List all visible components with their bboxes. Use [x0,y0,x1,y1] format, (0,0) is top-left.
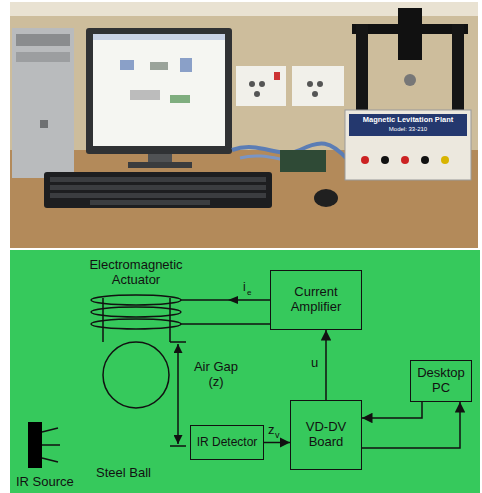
signal-arrow [325,330,327,400]
part-label: Steel Ball [96,466,151,481]
mouse [314,189,338,207]
wall-sockets [236,66,286,106]
air-gap-dimension [170,342,186,446]
levitation-plant [345,8,471,180]
monitor [86,28,232,168]
monitor [93,34,225,40]
levitation-plant [361,156,369,164]
box-text: Desktop PC [414,366,468,396]
part-label: IR Source [16,475,74,490]
coil-wire [181,299,270,301]
detector-box: IR Detector [190,425,264,460]
mouse [314,189,338,207]
coil-wire [181,300,270,324]
air-gap-dimension [177,344,179,444]
interface-board-box: VD-DV Board [290,400,362,470]
signal-arrow [362,402,460,448]
keyboard [90,200,210,205]
box-text: IR Detector [197,436,258,450]
monitor [93,34,225,146]
cables [280,150,326,172]
electromagnet-coil [91,295,181,342]
keyboard [50,177,266,182]
diagram-background [10,250,480,493]
box-text: VD-DV Board [294,420,358,450]
wall-sockets [312,91,318,97]
monitor [150,62,168,70]
wall-sockets [259,81,265,87]
plant-nameplate: Magnetic Levitation Plant [349,116,467,125]
monitor [170,95,190,103]
computer-tower [16,52,70,62]
signal-arrow [264,442,290,444]
lab-photo [10,2,478,248]
model-number: Model: 33-210 [349,126,467,133]
keyboard [44,172,272,208]
signal-name: i [243,281,246,293]
wall-sockets [254,91,260,97]
cables [232,143,348,172]
air-gap-dimension [170,342,186,446]
signal-subscript: v [275,431,280,440]
steel-ball [103,342,169,408]
electromagnet-coil [91,319,181,329]
wall-sockets [307,81,313,87]
electromagnet-coil [91,295,181,305]
levitation-plant [345,110,471,180]
monitor [86,28,232,154]
coil-wire [181,323,270,325]
monitor [120,60,134,70]
signal-arrow [362,402,422,418]
part-label: Electromagnetic Actuator [81,258,191,288]
computer-tower [12,28,74,178]
levitation-plant [421,156,429,164]
ir-source [42,428,60,462]
computer-tower [16,34,70,46]
levitation-plant [452,24,464,112]
dimension-label: Air Gap (z) [186,360,246,390]
monitor [128,162,192,168]
amplifier-box: Current Amplifier [270,270,362,330]
levitation-plant [398,8,422,60]
ir-source [28,422,42,468]
wall-sockets [292,66,344,106]
levitation-plant [381,156,389,164]
wall-sockets [249,81,255,87]
monitor [180,58,192,72]
ir-source [28,422,60,468]
levitation-plant [356,24,368,112]
computer-box: Desktop PC [410,360,472,402]
levitation-plant [441,156,449,164]
computer-tower [40,120,48,128]
box-text: Current Amplifier [274,285,358,315]
wall-sockets [274,72,280,80]
levitation-plant [401,156,409,164]
monitor [130,90,160,100]
levitation-plant [349,114,467,136]
lab-photo [10,2,478,248]
keyboard [50,185,266,190]
signal-name: u [311,356,318,371]
signal-subscript: e [247,289,251,297]
signal-name: z [268,423,275,436]
levitation-plant [404,74,416,86]
wall-sockets [317,81,323,87]
electromagnet-coil [91,307,181,317]
keyboard [50,193,266,198]
keyboard [44,172,272,208]
wall-sockets [236,66,344,106]
computer-tower [12,28,74,178]
current-arrow [228,296,238,304]
